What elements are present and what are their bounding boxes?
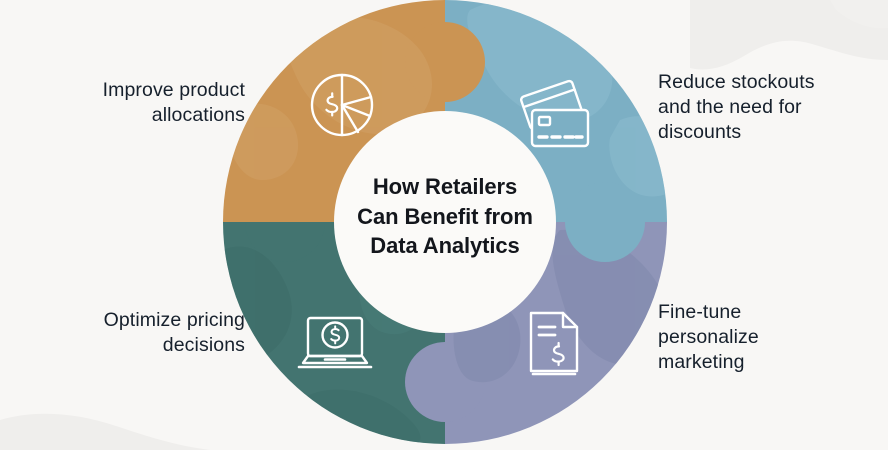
center-title: How Retailers Can Benefit from Data Anal… <box>357 174 533 258</box>
donut-center-hole <box>334 111 556 333</box>
credit-cards-icon <box>520 79 590 148</box>
label-reduce-stockouts: Reduce stockouts and the need for discou… <box>658 71 815 143</box>
label-optimize-pricing-decisions: Optimize pricing decisions <box>103 309 245 356</box>
invoice-dollar-icon <box>529 311 579 376</box>
laptop-dollar-icon <box>297 316 373 369</box>
label-improve-product-allocations: Improve product allocations <box>102 79 245 126</box>
pie-chart-dollar-icon <box>310 73 374 137</box>
label-fine-tune-marketing: Fine-tune personalize marketing <box>658 301 759 373</box>
